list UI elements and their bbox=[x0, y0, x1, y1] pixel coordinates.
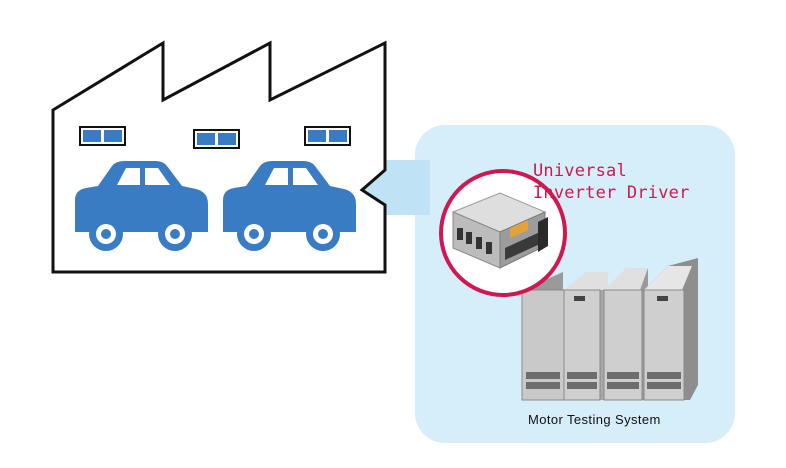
inverter-device-icon bbox=[451, 192, 548, 269]
window-icon bbox=[193, 129, 240, 149]
server-cabinet-icon bbox=[563, 272, 608, 401]
inverter-callout bbox=[439, 169, 567, 297]
inverter-driver-label-line2: Inverter Driver bbox=[533, 183, 690, 203]
car-icon bbox=[75, 161, 208, 251]
inverter-driver-label-line1: Universal bbox=[533, 161, 627, 181]
motor-testing-system-label: Motor Testing System bbox=[528, 412, 661, 427]
inverter-driver-label: Universal Inverter Driver bbox=[533, 160, 690, 204]
server-cabinet-icon bbox=[521, 272, 565, 401]
server-cabinet-icon bbox=[643, 258, 698, 401]
server-cabinet-icon bbox=[603, 268, 648, 401]
car-icon bbox=[223, 161, 356, 251]
window-icon bbox=[79, 126, 126, 146]
window-icon bbox=[304, 126, 351, 146]
